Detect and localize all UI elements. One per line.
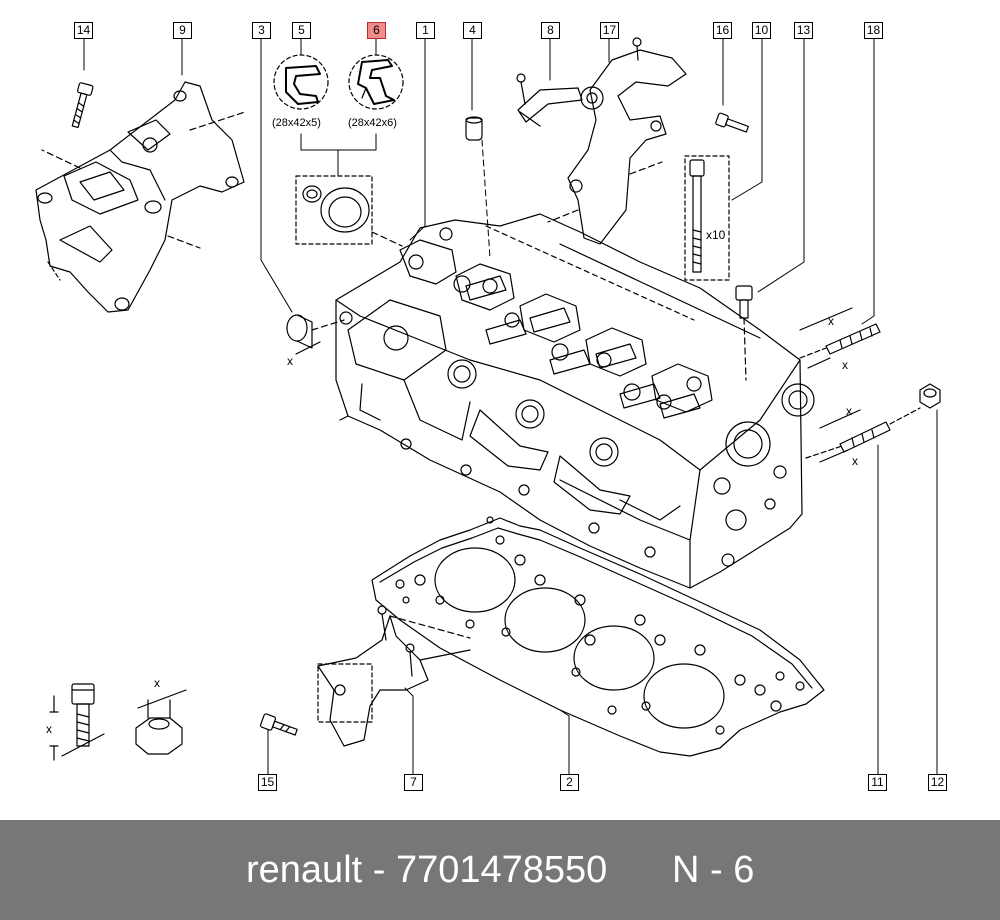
seal-detail-6 xyxy=(348,54,404,110)
bracket-9 xyxy=(35,81,246,313)
lifting-bracket-8 xyxy=(516,73,583,127)
plug-3 xyxy=(286,314,345,355)
stem-seal-4 xyxy=(465,116,483,141)
stud-18 xyxy=(799,307,881,369)
footer-text: renault - 7701478550 N - 6 xyxy=(0,820,1000,920)
brand-part-number: renault - 7701478550 xyxy=(246,849,608,891)
callout-7: 7 xyxy=(404,774,423,791)
leader-lines xyxy=(83,36,938,775)
dimension-mark: x xyxy=(828,314,834,328)
callout-17: 17 xyxy=(600,22,619,39)
callout-16: 16 xyxy=(713,22,732,39)
diagram-drawing xyxy=(35,36,941,775)
callout-8: 8 xyxy=(541,22,560,39)
parts-diagram xyxy=(35,36,941,775)
callout-14: 14 xyxy=(74,22,93,39)
callout-10: 10 xyxy=(752,22,771,39)
cylinder-head-1 xyxy=(335,213,815,589)
callout-18: 18 xyxy=(864,22,883,39)
seal-size-label-6: (28x42x6) xyxy=(348,117,397,129)
stud-11 xyxy=(805,407,921,463)
bracket-7 xyxy=(317,605,471,747)
bolt-quantity-label: x10 xyxy=(706,228,726,242)
callout-13: 13 xyxy=(794,22,813,39)
bolt-15 xyxy=(259,713,298,736)
callout-5: 5 xyxy=(292,22,311,39)
dimension-mark: x xyxy=(846,404,852,418)
callout-12: 12 xyxy=(928,774,947,791)
diagram-position: N - 6 xyxy=(672,849,755,891)
footer-bar: renault - 7701478550 N - 6 xyxy=(0,820,1000,920)
bolt-13 xyxy=(735,285,753,381)
callout-6-highlighted: 6 xyxy=(367,22,386,39)
callout-2: 2 xyxy=(560,774,579,791)
seal-size-label-5: (28x42x5) xyxy=(272,117,321,129)
callout-3: 3 xyxy=(252,22,271,39)
callout-9: 9 xyxy=(173,22,192,39)
bolt-14 xyxy=(71,82,94,129)
dimension-mark: x xyxy=(46,722,52,736)
head-gasket-2 xyxy=(371,516,825,757)
callout-15: 15 xyxy=(258,774,277,791)
legend-bolt xyxy=(49,683,105,761)
callout-11: 11 xyxy=(868,774,887,791)
dimension-mark: x xyxy=(154,676,160,690)
seal-detail-5 xyxy=(273,54,329,110)
seal-group xyxy=(295,175,403,247)
callout-4: 4 xyxy=(463,22,482,39)
dimension-mark: x xyxy=(852,454,858,468)
legend-nut xyxy=(135,689,187,755)
dimension-mark: x xyxy=(287,354,293,368)
lifting-bracket-17 xyxy=(547,37,687,245)
bolt-16 xyxy=(715,112,749,133)
callout-1: 1 xyxy=(416,22,435,39)
head-bolts-10 xyxy=(684,155,730,281)
nut-12 xyxy=(919,383,941,409)
dimension-mark: x xyxy=(842,358,848,372)
